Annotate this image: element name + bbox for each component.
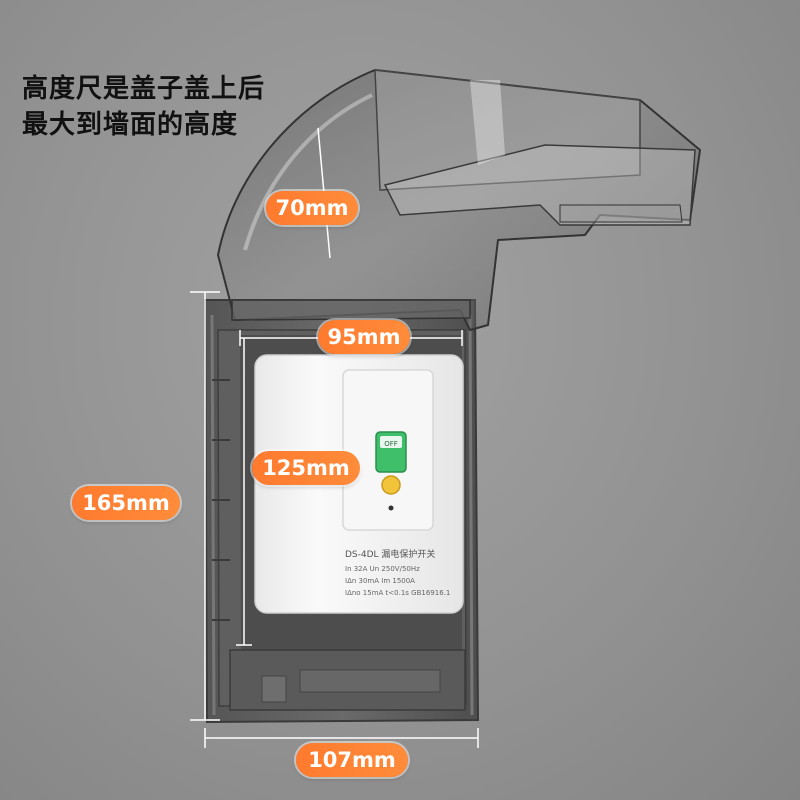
switch-label: OFF (384, 440, 398, 448)
dim-label-lid-height: 70mm (266, 191, 358, 225)
dim-label-outer-width: 107mm (296, 743, 408, 777)
leakage-breaker: OFF DS-4DL 漏电保护开关 In 32A Un 250V/50Hz IΔ… (254, 354, 464, 614)
transparent-lid (217, 69, 701, 331)
test-button (381, 475, 401, 495)
caption-line-1: 高度尺是盖子盖上后 (22, 74, 266, 104)
breaker-spec-3: IΔno 15mA t<0.1s GB16916.1 (345, 589, 450, 597)
breaker-spec-1: In 32A Un 250V/50Hz (345, 565, 420, 573)
breaker-spec-2: IΔn 30mA Im 1500A (345, 577, 415, 585)
dim-label-outer-height: 165mm (72, 486, 180, 520)
dim-label-inner-width: 95mm (318, 320, 410, 354)
breaker-model: DS-4DL 漏电保护开关 (345, 548, 435, 560)
dim-label-inner-height: 125mm (252, 451, 360, 485)
indicator-light (388, 505, 394, 511)
caption-line-2: 最大到墙面的高度 (22, 110, 239, 140)
